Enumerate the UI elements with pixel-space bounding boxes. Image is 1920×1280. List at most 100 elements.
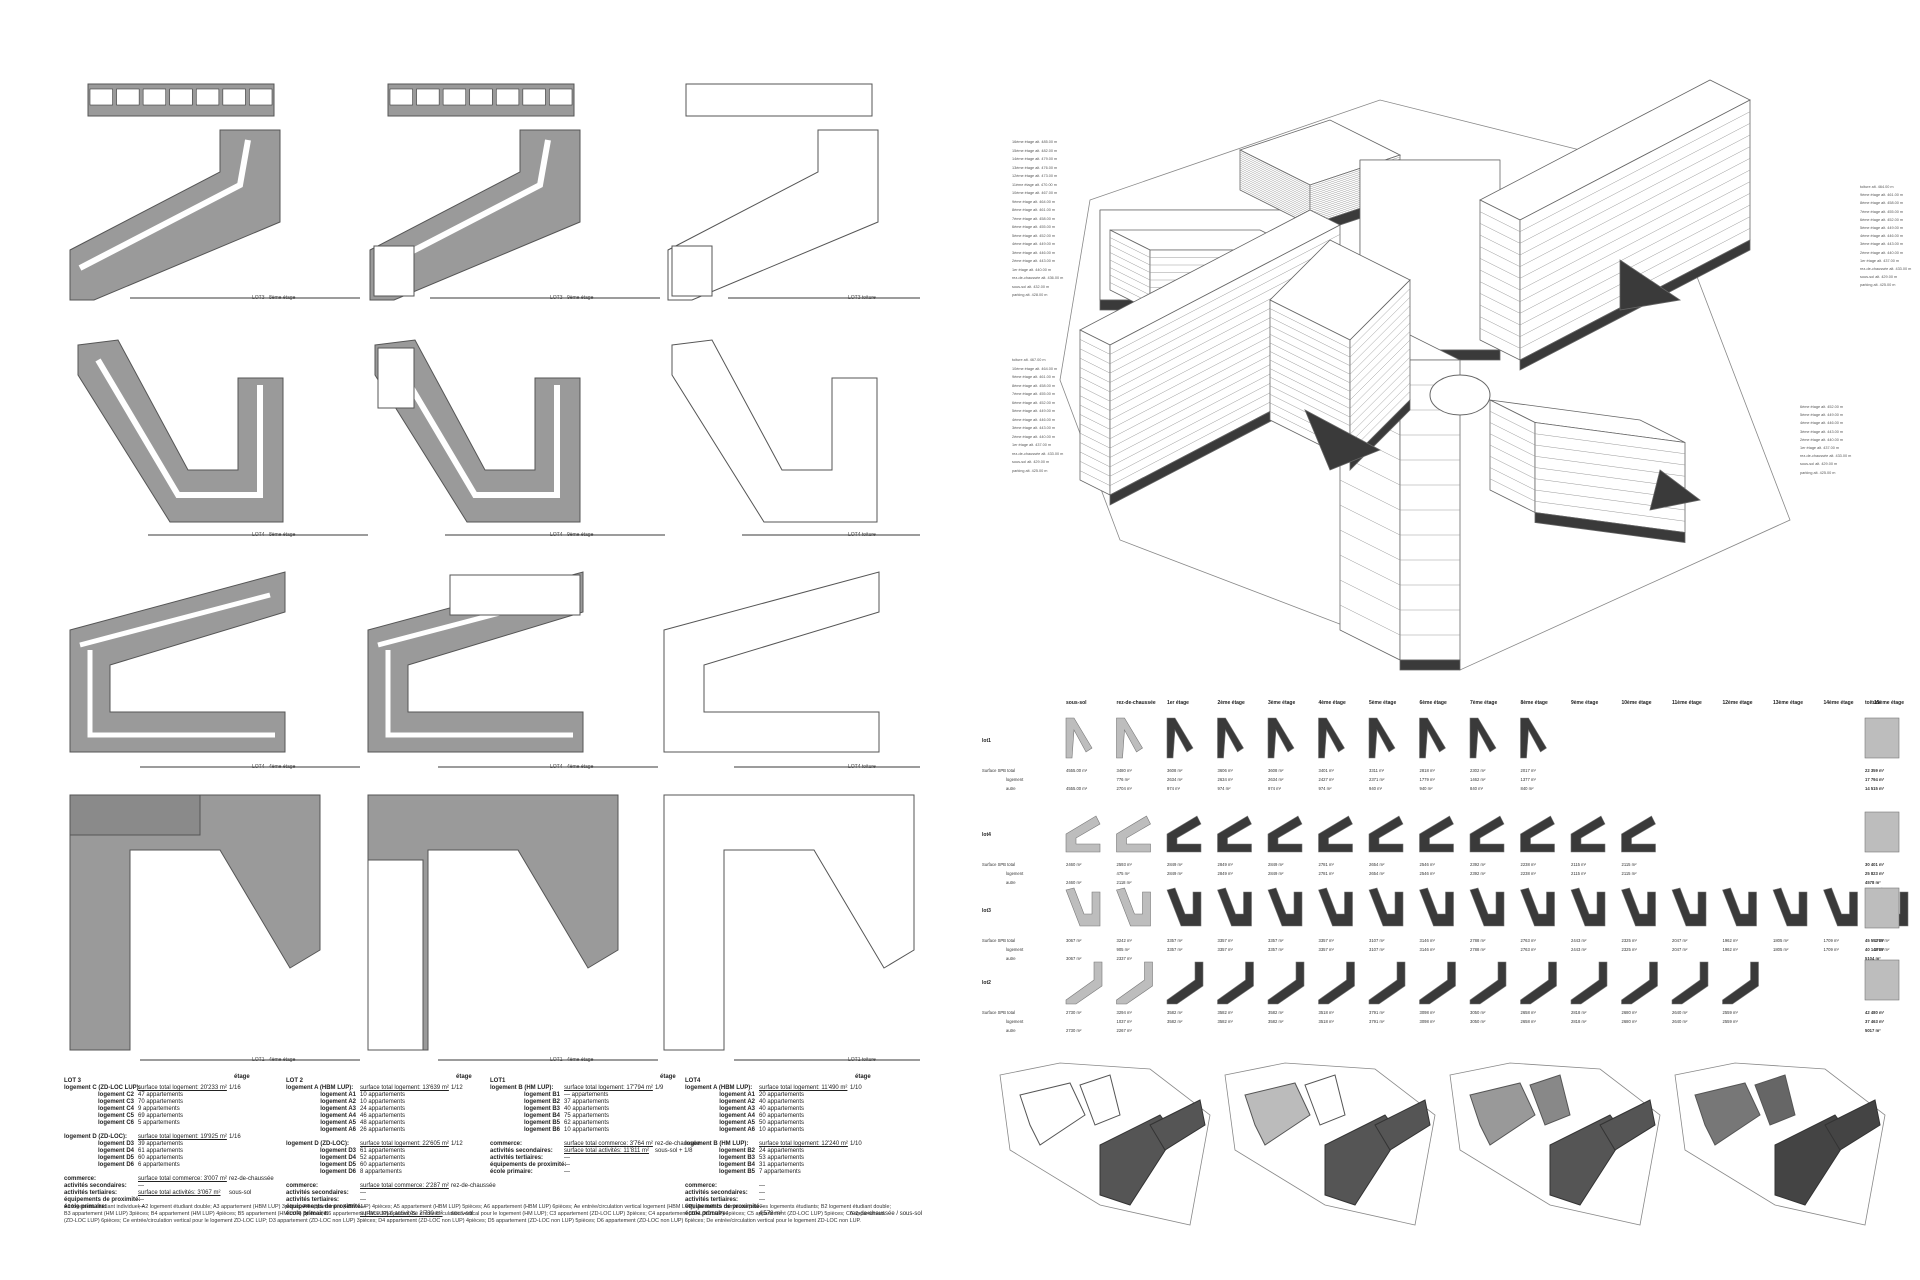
floor-line xyxy=(1079,348,1111,364)
lot-value: — xyxy=(360,1204,366,1210)
lot-value: — xyxy=(759,1183,765,1189)
area-total: 25 823 m² xyxy=(1865,871,1885,876)
level-label: 8ème étage alt. 461.00 m xyxy=(1012,208,1056,212)
lot-line: école primaire:surface total activités: … xyxy=(286,1211,496,1218)
floor-glyph xyxy=(1368,887,1404,927)
lot-line: logement B1— appartements xyxy=(490,1092,700,1099)
lot-floor: rez-de-chaussée xyxy=(229,1176,274,1182)
area-value: 2730 m² xyxy=(1066,1028,1082,1033)
lot-line xyxy=(490,1134,700,1141)
lot-value: 26 appartements xyxy=(360,1127,406,1133)
floor-plans-drawing xyxy=(69,83,920,1061)
level-label: 3ème étage alt. 443.00 m xyxy=(1860,242,1904,247)
site-outline xyxy=(1674,1062,1886,1226)
column-header: 9ème étage xyxy=(1571,700,1599,706)
lot-line xyxy=(286,1134,496,1141)
lot-label: équipements de proximité: xyxy=(685,1204,762,1210)
floor-line xyxy=(1349,382,1411,444)
floor-glyph xyxy=(1166,815,1202,853)
lot-value: surface total logement: 13'639 m² xyxy=(360,1085,449,1091)
lot-label: logement D3 xyxy=(319,1148,356,1154)
column-header: rez-de-chaussée xyxy=(1116,700,1156,706)
lot-value: surface total logement: 11'490 m² xyxy=(759,1085,848,1091)
lot-label: logement D5 xyxy=(97,1155,134,1161)
area-value: 3608 m² xyxy=(1167,768,1183,773)
area-value: 2654 m² xyxy=(1369,871,1385,876)
plan-lot4 xyxy=(671,339,878,523)
level-label: 10ème étage alt. 464.00 m xyxy=(1012,366,1058,371)
lot-line: école primaire:— xyxy=(490,1169,700,1176)
mini-block-east xyxy=(1599,1099,1656,1151)
area-value: 1962 m² xyxy=(1722,947,1738,952)
lot-floor: 1/10 xyxy=(850,1141,862,1147)
floor-line xyxy=(1534,501,1686,522)
area-value: 2640 m² xyxy=(1672,1010,1688,1015)
lot-line: école primaire:— xyxy=(64,1204,274,1211)
plan-room xyxy=(377,347,415,409)
mini-block-east xyxy=(1149,1099,1206,1151)
plan-room xyxy=(373,245,415,297)
level-label: 3ème étage alt. 443.00 m xyxy=(1800,429,1844,434)
lot-value: 10 appartements xyxy=(759,1127,805,1133)
area-value: 3357 m² xyxy=(1318,947,1334,952)
lot-value: 9 appartements xyxy=(138,1106,180,1112)
floor-line xyxy=(1269,376,1351,418)
lot-value: 61 appartements xyxy=(138,1148,184,1154)
lot-title: LOT1 xyxy=(490,1078,506,1084)
plan-room xyxy=(89,88,113,106)
area-value: 2238 m² xyxy=(1520,871,1536,876)
round-void xyxy=(1429,374,1491,416)
floor-glyph xyxy=(1722,961,1759,1005)
level-label: 3ème étage alt. 443.00 m xyxy=(1012,426,1056,430)
floor-line xyxy=(1339,604,1401,636)
plan-room xyxy=(671,245,713,297)
lot-line: activités secondaires:— xyxy=(685,1190,895,1197)
area-value: 3067 m² xyxy=(1066,938,1082,943)
floor-line xyxy=(1109,252,1151,273)
floor-glyph xyxy=(1116,887,1151,927)
lot-line: logement A (HBM LUP):surface total logem… xyxy=(286,1085,496,1092)
lot-label: logement A (HBM LUP): xyxy=(685,1085,753,1091)
floor-line xyxy=(1239,173,1311,210)
lot-floor: 1/9 xyxy=(655,1085,664,1091)
area-value: 2115 m² xyxy=(1571,871,1587,876)
etage-header: étage xyxy=(660,1074,676,1080)
area-value: 2017 m² xyxy=(1520,768,1536,773)
area-value: 2238 m² xyxy=(1520,862,1536,867)
level-label: sous-sol alt. 429.00 m xyxy=(1860,275,1898,280)
area-total: 40 148 m² xyxy=(1865,947,1885,952)
lot-label: logement A5 xyxy=(719,1120,755,1126)
floor-glyph xyxy=(1267,815,1303,853)
lot-label: activités secondaires: xyxy=(490,1148,553,1154)
level-label: toiture alt. 467.00 m xyxy=(1012,358,1046,362)
floor-glyph xyxy=(1368,815,1404,853)
area-value: 2559 m² xyxy=(1722,1010,1738,1015)
floor-line xyxy=(1519,181,1751,302)
floor-line xyxy=(1349,305,1411,366)
area-value: 1709 m² xyxy=(1874,947,1890,952)
lot-label: école primaire: xyxy=(64,1204,107,1210)
floor-line xyxy=(1079,470,1111,486)
floor-glyph xyxy=(1065,717,1093,759)
corridor xyxy=(78,139,251,271)
area-value: 2763 m² xyxy=(1520,938,1536,943)
plan-room xyxy=(389,88,413,106)
area-value: 3098 m² xyxy=(1419,1010,1435,1015)
lot-value: surface total activités: 11'811 m² xyxy=(564,1148,649,1154)
floor-glyph xyxy=(1217,815,1252,853)
floor-glyph xyxy=(1520,717,1547,759)
lot-line: équipements de proximité:— xyxy=(286,1204,496,1211)
floor-glyph xyxy=(1368,961,1406,1005)
area-value: 3357 m² xyxy=(1268,938,1284,943)
area-value: 3357 m² xyxy=(1167,947,1183,952)
area-value: 3582 m² xyxy=(1167,1010,1183,1015)
level-label: parking alt. 425.00 m xyxy=(1860,283,1896,288)
floor-glyph xyxy=(1318,717,1345,759)
lot-value: — xyxy=(759,1204,765,1210)
mini-block-tower xyxy=(1079,1074,1121,1126)
lot-label: logement A3 xyxy=(320,1106,356,1112)
lot-floor: 1/12 xyxy=(451,1141,463,1147)
lot-label: logement B6 xyxy=(523,1127,560,1133)
area-value: 3107 m² xyxy=(1369,938,1385,943)
